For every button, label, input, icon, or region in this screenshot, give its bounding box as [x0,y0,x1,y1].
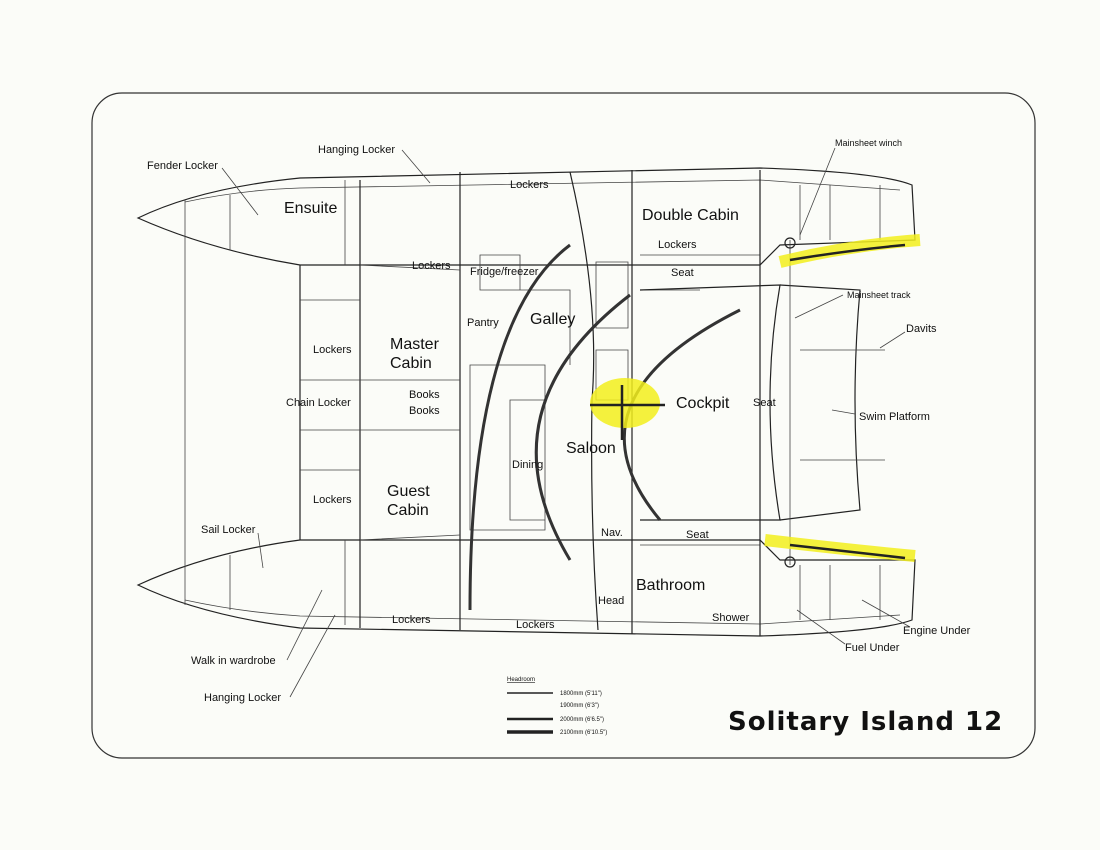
legend-title: Headroom [507,677,535,683]
room-ensuite: Ensuite [284,200,337,217]
hull-outline [136,167,916,637]
label-books-1: Books [409,389,440,401]
room-guest-cabin-line2: Cabin [387,502,429,519]
label-hanging-locker-top: Hanging Locker [318,144,395,156]
room-master-cabin-line1: Master [390,336,440,353]
legend-label-1800: 1800mm (5'11") [560,691,602,697]
label-seat-bottom: Seat [686,529,709,541]
label-seat-top: Seat [671,267,694,279]
label-swim-platform: Swim Platform [859,411,930,423]
room-double-cabin: Double Cabin [642,207,739,224]
design-title: Solitary Island 12 [728,707,1003,737]
label-mainsheet-track: Mainsheet track [847,290,911,300]
headroom-legend: Headroom 1800mm (5'11") 1900mm (6'3") 20… [507,677,607,736]
room-galley: Galley [530,311,575,328]
room-saloon: Saloon [566,440,616,457]
label-nav: Nav. [601,527,623,539]
label-fender-locker: Fender Locker [147,160,218,172]
headroom-lines [468,243,741,611]
label-mainsheet-winch: Mainsheet winch [835,138,902,148]
frame-border [91,92,1036,759]
label-lockers-bottom-mid: Lockers [516,619,555,631]
room-labels: Ensuite Double Cabin Master Cabin Guest … [284,200,739,594]
label-hanging-locker-bottom: Hanging Locker [204,692,281,704]
label-seat-aft: Seat [753,397,776,409]
label-shower: Shower [712,612,750,624]
room-bathroom: Bathroom [636,577,705,594]
label-sail-locker: Sail Locker [201,524,256,536]
label-lockers-left-top: Lockers [313,344,352,356]
legend-label-1900: 1900mm (6'3") [560,703,599,709]
label-walk-in-wardrobe: Walk in wardrobe [191,655,276,667]
label-dining: Dining [512,459,543,471]
label-lockers-double: Lockers [658,239,697,251]
label-lockers-left-bottom: Lockers [313,494,352,506]
label-chain-locker: Chain Locker [286,397,351,409]
leader-lines [221,147,911,698]
label-pantry: Pantry [467,317,499,329]
legend-label-2100: 2100mm (6'10.5") [560,730,607,736]
label-engine-under: Engine Under [903,625,971,637]
label-fuel-under: Fuel Under [845,642,900,654]
feature-labels: Fender Locker Hanging Locker Lockers Loc… [147,138,971,704]
label-fridge-freezer: Fridge/freezer [470,266,539,278]
label-davits: Davits [906,323,937,335]
legend-label-2000: 2000mm (6'6.5") [560,717,604,723]
label-books-2: Books [409,405,440,417]
room-cockpit: Cockpit [676,395,730,412]
room-master-cabin-line2: Cabin [390,355,432,372]
label-lockers-bottom-left: Lockers [392,614,431,626]
room-guest-cabin-line1: Guest [387,483,430,500]
highlights [590,234,921,562]
label-lockers-top-mid: Lockers [510,179,549,191]
label-lockers-master-top: Lockers [412,260,451,272]
label-head: Head [598,595,624,607]
